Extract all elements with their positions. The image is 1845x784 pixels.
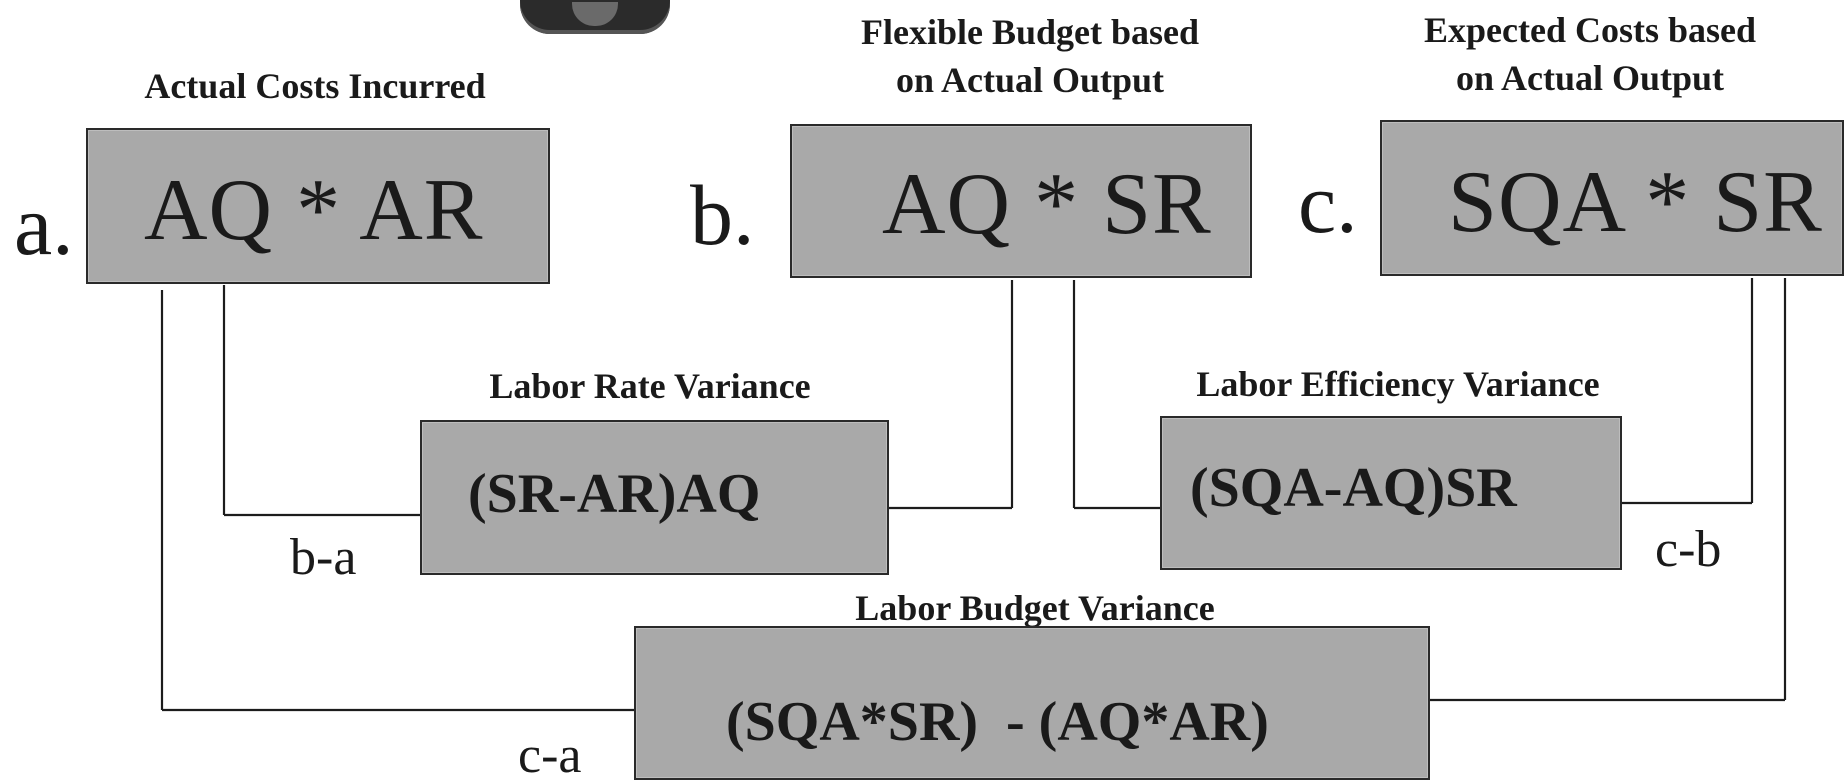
column-b-letter: b. [690,167,755,263]
column-b-heading-line-2: on Actual Output [895,60,1165,100]
column-c-heading-line-2: on Actual Output [1455,58,1725,98]
budget-variance-formula: (SQA*SR) - (AQ*AR) [726,691,1269,753]
column-c-formula-box: SQA * SR [1380,120,1844,276]
column-a-heading: Actual Costs Incurred [144,66,486,106]
column-c-heading: Expected Costs based on Actual Output [1390,6,1790,102]
efficiency-variance-formula: (SQA-AQ)SR [1190,457,1517,519]
efficiency-variance-diff-label: c-b [1655,521,1722,578]
budget-variance-heading: Labor Budget Variance [855,588,1215,628]
column-a-formula-box: AQ * AR [86,128,550,284]
rate-variance-box: (SR-AR)AQ [420,420,889,575]
budget-variance-diff-label: c-a [518,727,582,784]
budget-variance-box: (SQA*SR) - (AQ*AR) [634,626,1430,780]
column-b-formula: AQ * SR [882,156,1212,253]
efficiency-variance-box: (SQA-AQ)SR [1160,416,1622,570]
rate-variance-heading: Labor Rate Variance [489,366,811,406]
column-c-heading-line-1: Expected Costs based [1423,10,1756,50]
rate-variance-diff-label: b-a [290,529,357,586]
column-c-letter: c. [1298,155,1358,251]
column-b-heading: Flexible Budget based on Actual Output [820,8,1240,104]
efficiency-variance-heading: Labor Efficiency Variance [1196,364,1600,404]
column-b-heading-line-1: Flexible Budget based [860,12,1200,52]
rate-variance-formula: (SR-AR)AQ [468,463,761,525]
cartoon-clipart-fragment [520,0,670,34]
column-a-letter: a. [14,177,74,273]
column-b-formula-box: AQ * SR [790,124,1252,278]
column-c-formula: SQA * SR [1448,154,1823,251]
column-a-formula: AQ * AR [144,162,484,259]
